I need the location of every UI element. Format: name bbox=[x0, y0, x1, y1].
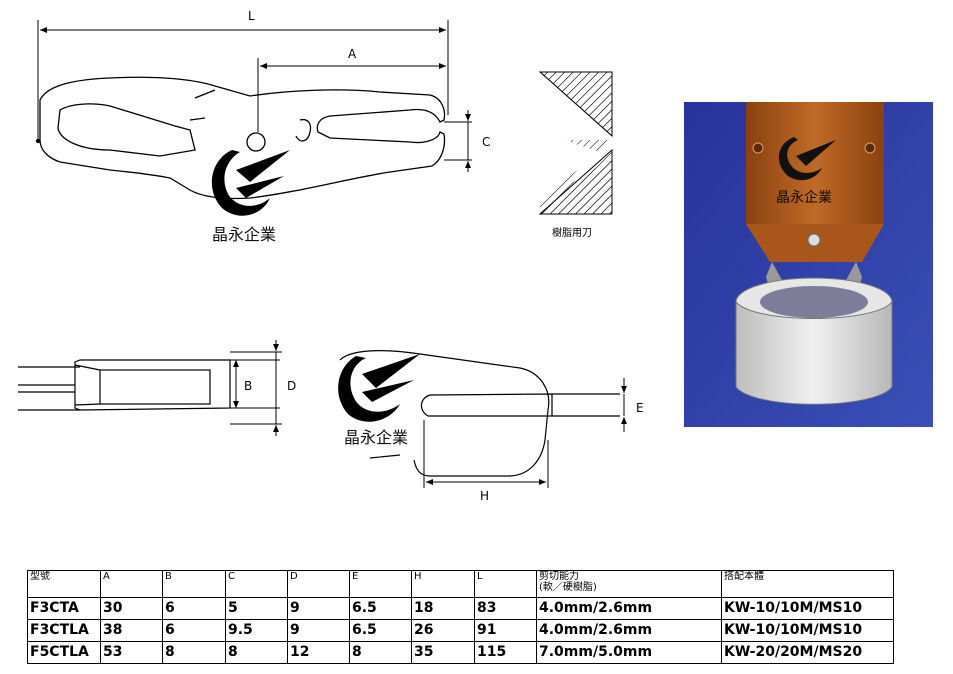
cell-A: 30 bbox=[100, 597, 163, 620]
cell-L: 115 bbox=[474, 641, 537, 664]
dimension-C: C bbox=[444, 110, 490, 172]
cell-C: 5 bbox=[225, 597, 288, 620]
cell-E: 6.5 bbox=[349, 619, 412, 642]
cell-H: 26 bbox=[411, 619, 475, 642]
dimension-L: L bbox=[37, 9, 449, 140]
dim-label-H: H bbox=[480, 489, 489, 503]
dim-label-C: C bbox=[482, 135, 490, 149]
cell-B: 6 bbox=[162, 597, 226, 620]
table-row: F3CTLA 38 6 9.5 9 6.5 26 91 4.0mm/2.6mm … bbox=[27, 619, 894, 642]
header-L: L bbox=[474, 570, 537, 598]
header-cut-capacity-sub: (軟／硬樹脂) bbox=[539, 582, 597, 593]
header-A: A bbox=[100, 570, 163, 598]
table-row: F5CTLA 53 8 8 12 8 35 115 7.0mm/5.0mm KW… bbox=[27, 641, 894, 664]
header-compatible-body: 搭配本體 bbox=[721, 570, 894, 598]
brand-text-top: 晶永企業 bbox=[212, 225, 276, 244]
resin-blade-profile: 樹脂用刀 bbox=[538, 71, 613, 239]
cell-compatible-body: KW-20/20M/MS20 bbox=[721, 641, 894, 664]
header-cut-capacity: 剪切能力(軟／硬樹脂) bbox=[536, 570, 722, 598]
nipper-side-view bbox=[35, 76, 446, 200]
cell-model: F3CTLA bbox=[27, 619, 101, 642]
dimension-H: H bbox=[423, 420, 549, 503]
dimension-B: B bbox=[230, 359, 280, 409]
technical-drawing: L A C 晶永企業 樹脂用刀 bbox=[18, 9, 644, 503]
cell-cut-capacity: 7.0mm/5.0mm bbox=[536, 641, 722, 664]
table-header-row: 型號 A B C D E H L 剪切能力(軟／硬樹脂) 搭配本體 bbox=[27, 570, 894, 598]
dim-label-D: D bbox=[287, 379, 296, 393]
dim-label-A: A bbox=[348, 47, 357, 61]
nipper-top-view bbox=[18, 359, 231, 411]
cell-C: 8 bbox=[225, 641, 288, 664]
cell-compatible-body: KW-10/10M/MS10 bbox=[721, 619, 894, 642]
header-cut-capacity-title: 剪切能力 bbox=[539, 571, 579, 582]
table-row: F3CTA 30 6 5 9 6.5 18 83 4.0mm/2.6mm KW-… bbox=[27, 597, 894, 620]
cell-D: 9 bbox=[287, 597, 350, 620]
header-C: C bbox=[225, 570, 288, 598]
dim-label-E: E bbox=[636, 401, 644, 415]
cell-E: 8 bbox=[349, 641, 412, 664]
cell-C: 9.5 bbox=[225, 619, 288, 642]
dimension-E: E bbox=[621, 378, 644, 432]
dim-label-L: L bbox=[248, 9, 255, 23]
cell-A: 38 bbox=[100, 619, 163, 642]
brand-text-bottom: 晶永企業 bbox=[344, 428, 408, 447]
cell-E: 6.5 bbox=[349, 597, 412, 620]
cell-D: 12 bbox=[287, 641, 350, 664]
brand-logo-bottom: 晶永企業 bbox=[338, 354, 420, 447]
header-E: E bbox=[349, 570, 412, 598]
header-B: B bbox=[162, 570, 226, 598]
cell-L: 83 bbox=[474, 597, 537, 620]
header-model: 型號 bbox=[27, 570, 101, 598]
dimension-D: D bbox=[230, 340, 296, 436]
header-D: D bbox=[287, 570, 350, 598]
cell-B: 6 bbox=[162, 619, 226, 642]
cell-H: 35 bbox=[411, 641, 475, 664]
spec-table: 型號 A B C D E H L 剪切能力(軟／硬樹脂) 搭配本體 F3CTA … bbox=[27, 570, 894, 664]
cell-cut-capacity: 4.0mm/2.6mm bbox=[536, 597, 722, 620]
cell-H: 18 bbox=[411, 597, 475, 620]
cell-model: F5CTLA bbox=[27, 641, 101, 664]
cell-model: F3CTA bbox=[27, 597, 101, 620]
jaw-front-view bbox=[339, 350, 620, 477]
blade-caption: 樹脂用刀 bbox=[552, 226, 592, 239]
cell-A: 53 bbox=[100, 641, 163, 664]
dimension-A: A bbox=[257, 47, 446, 132]
product-render-image: 晶永企業 bbox=[684, 102, 933, 427]
cell-L: 91 bbox=[474, 619, 537, 642]
cell-compatible-body: KW-10/10M/MS10 bbox=[721, 597, 894, 620]
cell-cut-capacity: 4.0mm/2.6mm bbox=[536, 619, 722, 642]
cell-B: 8 bbox=[162, 641, 226, 664]
dim-label-B: B bbox=[244, 379, 252, 393]
cell-D: 9 bbox=[287, 619, 350, 642]
header-H: H bbox=[411, 570, 475, 598]
brand-logo-top: 晶永企業 bbox=[211, 150, 290, 244]
photo-brand-text: 晶永企業 bbox=[776, 189, 832, 206]
